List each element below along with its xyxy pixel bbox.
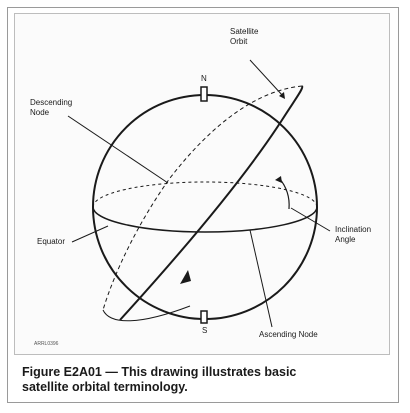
leader-descending-node	[67, 115, 169, 184]
leader-inclination	[290, 207, 331, 232]
north-pole-tick	[200, 86, 208, 102]
figure-caption: Figure E2A01 — This drawing illustrates …	[22, 365, 392, 395]
equator-back	[92, 181, 318, 208]
south-pole-tick	[200, 310, 208, 324]
satellite-orbit-tail	[102, 305, 191, 322]
earth-sphere	[92, 94, 318, 320]
descending-node-label: Descending Node	[30, 98, 73, 117]
south-label: S	[202, 326, 208, 335]
inclination-angle-label: Inclination Angle	[335, 225, 372, 244]
caption-line-1: Figure E2A01 — This drawing illustrates …	[22, 365, 297, 379]
inclination-arc	[278, 177, 290, 210]
equator-line	[92, 206, 318, 233]
figure-code-label: ARRL0396	[34, 341, 59, 347]
equator-label: Equator	[37, 237, 66, 246]
ascending-node-label: Ascending Node	[259, 330, 318, 339]
diagram-panel	[14, 13, 390, 355]
satellite-orbit-label: Satellite Orbit	[230, 27, 259, 46]
orbit-direction-arrow	[180, 270, 191, 284]
satellite-orbit-back	[102, 85, 303, 311]
north-label: N	[201, 74, 207, 83]
satellite-orbit-front	[119, 85, 304, 321]
inclination-arrow	[275, 176, 282, 183]
leader-satellite-orbit	[249, 59, 284, 97]
leader-equator	[71, 225, 109, 243]
leader-ascending-node	[249, 229, 273, 328]
caption-line-2: satellite orbital terminology.	[22, 380, 188, 394]
leader-satellite-orbit-arrow	[279, 92, 285, 99]
